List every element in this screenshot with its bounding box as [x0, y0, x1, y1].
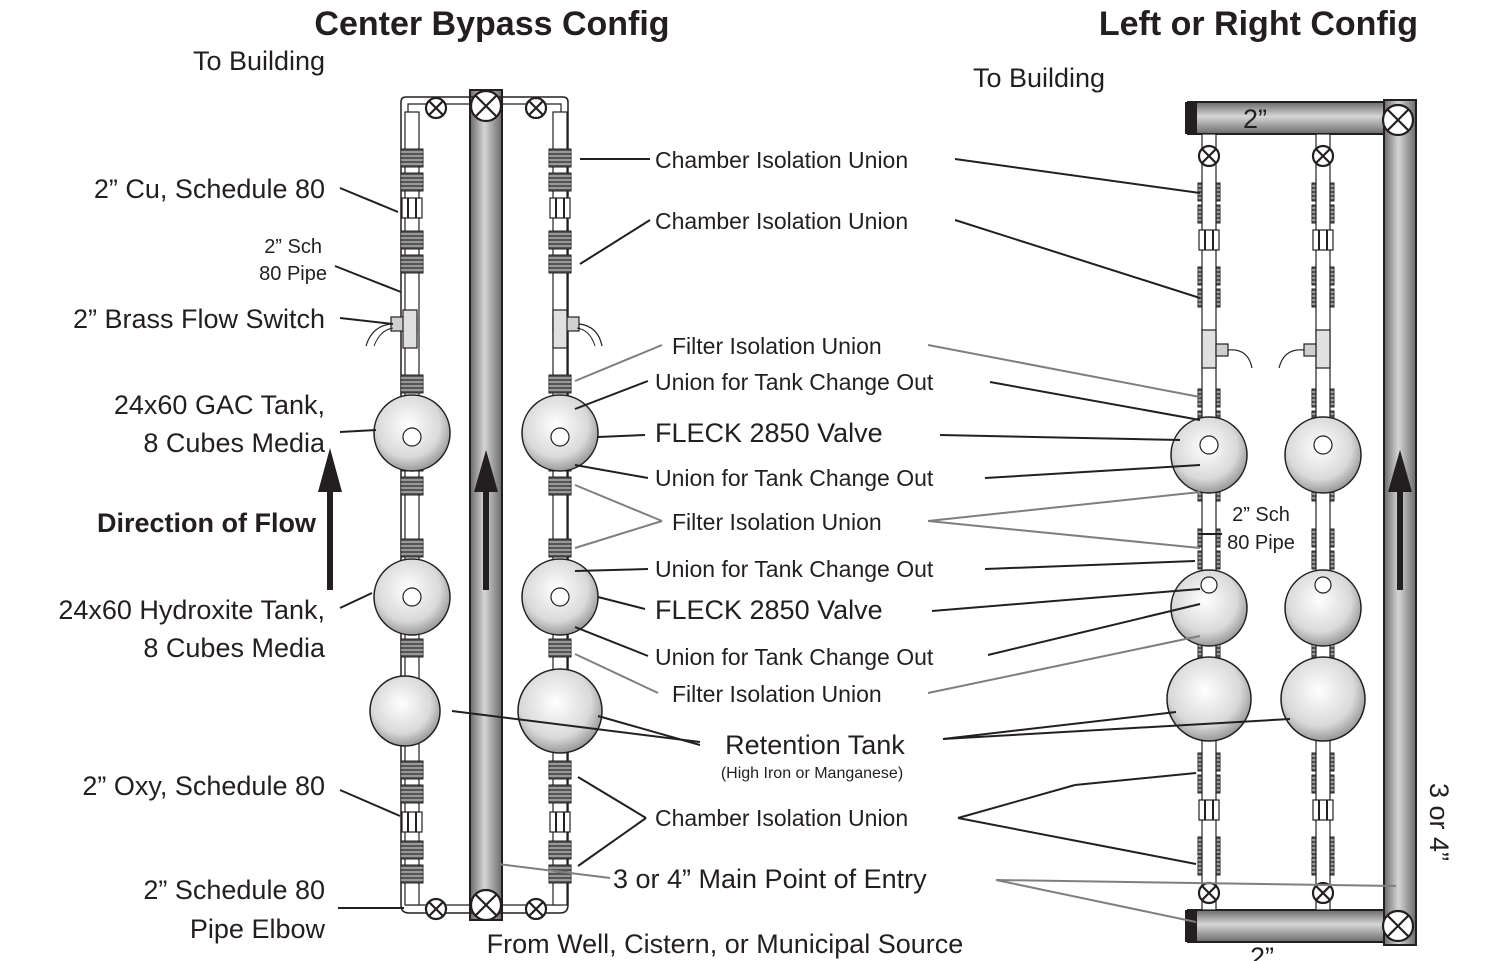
elbow-label-1: 2” Schedule 80	[143, 875, 325, 905]
union-fitting	[548, 476, 572, 496]
union-fitting	[548, 538, 572, 558]
leader-lines	[334, 158, 1291, 909]
center-bypass-config	[400, 89, 569, 921]
gac-label-2: 8 Cubes Media	[143, 428, 326, 458]
hydroxite-label-1: 24x60 Hydroxite Tank,	[58, 595, 325, 625]
union-fitting	[548, 254, 572, 274]
union-fitting	[400, 476, 424, 496]
leader-lines-gray	[497, 344, 1397, 923]
bypass-loop-pipe	[400, 96, 569, 914]
left-branch-unions	[400, 111, 424, 906]
direction-arrow-head	[318, 448, 342, 492]
union-fitting	[400, 148, 424, 168]
chamber-union-label-2: Chamber Isolation Union	[655, 208, 908, 234]
elbow-label-2: Pipe Elbow	[190, 914, 326, 944]
union-fitting	[400, 254, 424, 274]
oxy-pipe-label: 2” Oxy, Schedule 80	[82, 771, 325, 801]
to-building-side: To Building	[973, 63, 1105, 93]
union-fitting	[548, 172, 572, 192]
flow-switch-label: 2” Brass Flow Switch	[73, 304, 325, 334]
sch-pipe-label-1: 2” Sch	[264, 236, 322, 258]
title-center: Center Bypass Config	[314, 5, 669, 43]
filter-union-label-3: Filter Isolation Union	[672, 681, 882, 707]
text-labels: Center Bypass Config Left or Right Confi…	[58, 5, 1454, 961]
side-top-pipe-label: 2”	[1243, 104, 1267, 134]
union-fitting	[548, 374, 572, 394]
hydroxite-label-2: 8 Cubes Media	[143, 633, 326, 663]
union-fitting	[400, 230, 424, 250]
direction-of-flow-label: Direction of Flow	[97, 508, 317, 538]
side-sch-label-1: 2” Sch	[1232, 504, 1290, 526]
fleck-valve-label-1: FLECK 2850 Valve	[655, 418, 883, 448]
title-side: Left or Right Config	[1099, 5, 1418, 43]
tank-union-label-1: Union for Tank Change Out	[655, 369, 934, 395]
from-source-label: From Well, Cistern, or Municipal Source	[487, 929, 964, 959]
gac-label-1: 24x60 GAC Tank,	[114, 390, 325, 420]
union-fitting	[548, 638, 572, 658]
union-fitting	[400, 374, 424, 394]
retention-tank-right	[517, 668, 603, 754]
union-fitting	[548, 148, 572, 168]
retention-note-label: (High Iron or Manganese)	[721, 765, 903, 782]
filter-union-label-2: Filter Isolation Union	[672, 509, 882, 535]
fleck-valve-icon	[402, 427, 422, 447]
center-tanks	[369, 394, 603, 754]
ball-valves-side	[1197, 103, 1415, 943]
main-entry-label: 3 or 4” Main Point of Entry	[613, 864, 927, 894]
ball-valves-center	[424, 89, 548, 922]
union-fitting	[400, 864, 424, 884]
union-fitting	[400, 538, 424, 558]
union-fitting	[548, 230, 572, 250]
tank-union-label-4: Union for Tank Change Out	[655, 644, 934, 670]
union-fitting	[548, 784, 572, 804]
union-fitting	[548, 840, 572, 860]
side-config	[1166, 99, 1417, 946]
fleck-valve-label-2: FLECK 2850 Valve	[655, 595, 883, 625]
cu-pipe-label: 2” Cu, Schedule 80	[94, 174, 325, 204]
check-valves-center	[401, 197, 571, 833]
union-fitting	[400, 840, 424, 860]
chamber-union-label-3: Chamber Isolation Union	[655, 805, 908, 831]
filter-union-label-1: Filter Isolation Union	[672, 333, 882, 359]
union-fitting	[400, 172, 424, 192]
tank-union-label-2: Union for Tank Change Out	[655, 465, 934, 491]
union-fitting	[400, 760, 424, 780]
tank-union-label-3: Union for Tank Change Out	[655, 556, 934, 582]
retention-tank-left	[369, 675, 441, 747]
union-fitting	[400, 638, 424, 658]
side-top-pipe	[1187, 101, 1399, 135]
side-bottom-pipe-label: 2”	[1250, 942, 1274, 961]
union-fitting	[400, 784, 424, 804]
side-bottom-pipe	[1187, 909, 1399, 943]
chamber-union-label-1: Chamber Isolation Union	[655, 147, 908, 173]
side-main-size-label: 3 or 4”	[1424, 783, 1454, 861]
to-building-center: To Building	[193, 46, 325, 76]
sch-pipe-label-2: 80 Pipe	[259, 263, 327, 285]
union-fitting	[548, 760, 572, 780]
retention-tank-label: Retention Tank	[725, 730, 905, 760]
side-sch-label-2: 80 Pipe	[1227, 532, 1295, 554]
